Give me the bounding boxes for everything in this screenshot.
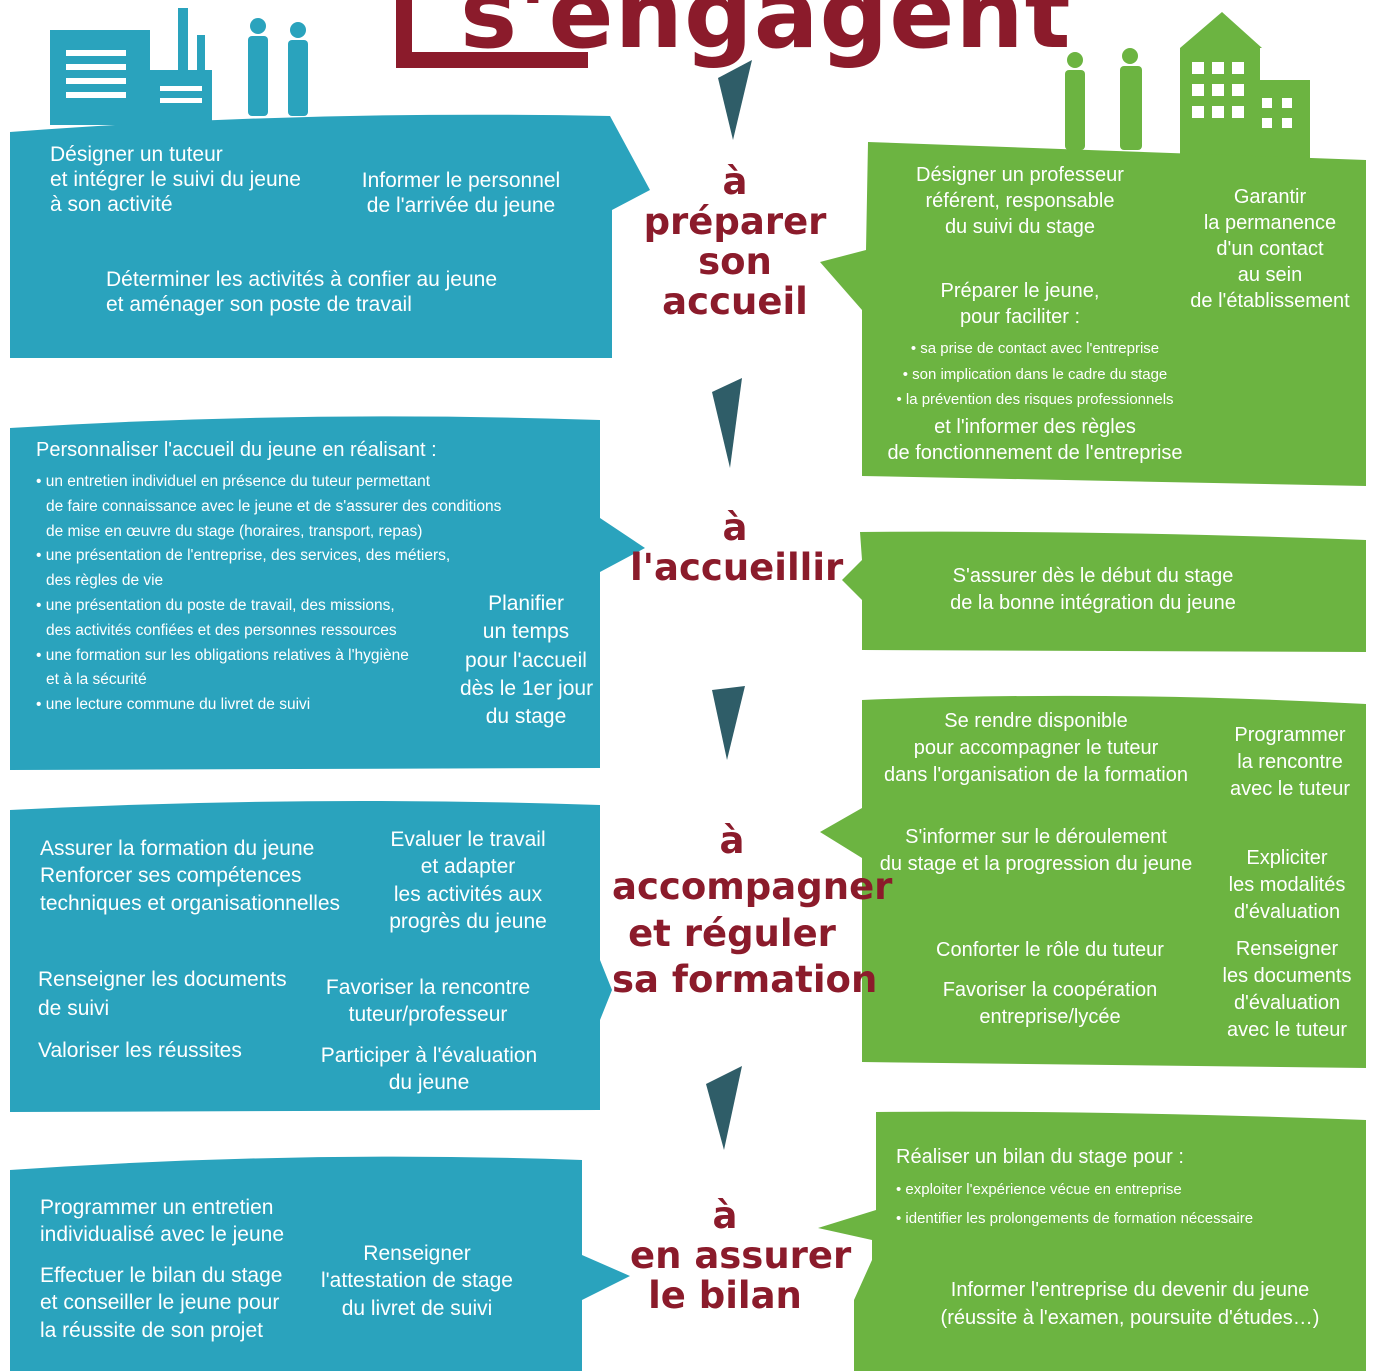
list-item: • exploiter l'expérience vécue en entrep… [896, 1181, 1182, 1198]
down-triangle-icon [712, 378, 742, 468]
enterprise-prepare-box [10, 114, 650, 358]
school-strengthen-tutor-text: Conforter le rôle du tuteur [936, 939, 1164, 961]
list-item: • la prévention des risques professionne… [896, 391, 1174, 408]
school-and-people-icon [1065, 12, 1310, 163]
enterprise-evaluate-work-text: Evaluer le travail et adapter les activi… [389, 828, 547, 933]
school-inform-enterprise-text: Informer l'entreprise du devenir du jeun… [940, 1279, 1320, 1329]
enterprise-fill-documents-text: Renseigner les documents de suivi [38, 968, 287, 1021]
list-item: • une présentation de l'entreprise, des … [36, 547, 451, 590]
enterprise-participate-evaluation-text: Participer à l'évaluation du jeune [320, 1044, 538, 1095]
school-review-box [818, 1111, 1366, 1371]
step-welcome-label: à l'accueillir [630, 506, 844, 589]
down-triangle-icon [706, 1066, 742, 1150]
down-triangle-icon [712, 686, 745, 760]
school-accompany-box [820, 695, 1366, 1068]
enterprise-define-activities-text: Déterminer les activités à confier au je… [106, 268, 498, 317]
school-guarantee-contact-text: Garantir la permanence d'un contact au s… [1190, 186, 1350, 312]
list-item: • identifier les prolongements de format… [896, 1209, 1254, 1227]
list-item: • une lecture commune du livret de suivi [36, 696, 311, 714]
enterprise-fill-certificate-text: Renseigner l'attestation de stage du liv… [321, 1242, 513, 1320]
school-explain-evaluation-text: Expliciter les modalités d'évaluation [1228, 847, 1346, 923]
list-item: • une formation sur les obligations rela… [36, 646, 409, 689]
school-prepare-list: • sa prise de contact avec l'entreprise … [876, 336, 1194, 413]
school-prepare-box [820, 142, 1366, 486]
enterprise-personalize-welcome-text: Personnaliser l'accueil du jeune en réal… [36, 439, 437, 461]
factory-and-people-icon [50, 8, 308, 125]
page-title: s'engagent [460, 0, 1072, 70]
down-triangle-icon [718, 60, 752, 140]
enterprise-schedule-interview-text: Programmer un entretien individualisé av… [40, 1196, 284, 1247]
school-do-review-text: Réaliser un bilan du stage pour : [896, 1146, 1184, 1168]
title-bracket [396, 0, 588, 68]
enterprise-do-review-text: Effectuer le bilan du stage et conseille… [40, 1264, 283, 1342]
enterprise-favor-meeting-text: Favoriser la rencontre tuteur/professeur [325, 976, 531, 1027]
school-designate-teacher-text: Désigner un professeur référent, respons… [916, 164, 1124, 238]
list-item: • son implication dans le cadre du stage [902, 365, 1168, 383]
list-item: • un entretien individuel en présence du… [36, 473, 502, 540]
school-get-informed-text: S'informer sur le déroulement du stage e… [879, 826, 1193, 875]
enterprise-welcome-list: • un entretien individuel en présence du… [36, 470, 501, 718]
enterprise-value-success-text: Valoriser les réussites [38, 1039, 242, 1062]
enterprise-designate-tutor-text: Désigner un tuteur et intégrer le suivi … [50, 143, 301, 217]
enterprise-review-box [10, 1156, 630, 1371]
school-schedule-meeting-text: Programmer la rencontre avec le tuteur [1229, 724, 1351, 800]
enterprise-inform-staff-text: Informer le personnel de l'arrivée du je… [361, 169, 561, 218]
school-welcome-box [842, 531, 1366, 652]
enterprise-train-youth-text: Assurer la formation du jeune Renforcer … [40, 837, 341, 915]
school-fill-evaluation-text: Renseigner les documents d'évaluation av… [1222, 938, 1352, 1041]
school-be-available-text: Se rendre disponible pour accompagner le… [883, 710, 1188, 786]
step-review-label: à en assurer le bilan [630, 1194, 852, 1317]
school-ensure-integration-text: S'assurer dès le début du stage de la bo… [950, 565, 1236, 614]
list-item: • sa prise de contact avec l'entreprise [910, 340, 1160, 357]
enterprise-welcome-box [10, 416, 645, 770]
step-accompany-label: à accompagner et réguler sa formation [612, 819, 893, 1001]
step-prepare-label: à préparer son accueil [643, 160, 827, 323]
school-inform-rules-text: et l'informer des règles de fonctionneme… [887, 416, 1183, 464]
enterprise-plan-time-text: Planifier un temps pour l'accueil dès le… [460, 592, 594, 729]
enterprise-accompany-box [10, 801, 612, 1112]
list-item: • une présentation du poste de travail, … [36, 596, 397, 639]
school-favor-cooperation-text: Favoriser la coopération entreprise/lycé… [942, 979, 1158, 1028]
school-review-list: • exploiter l'expérience vécue en entrep… [896, 1176, 1253, 1233]
school-prepare-youth-text: Préparer le jeune, pour faciliter : [940, 280, 1100, 328]
